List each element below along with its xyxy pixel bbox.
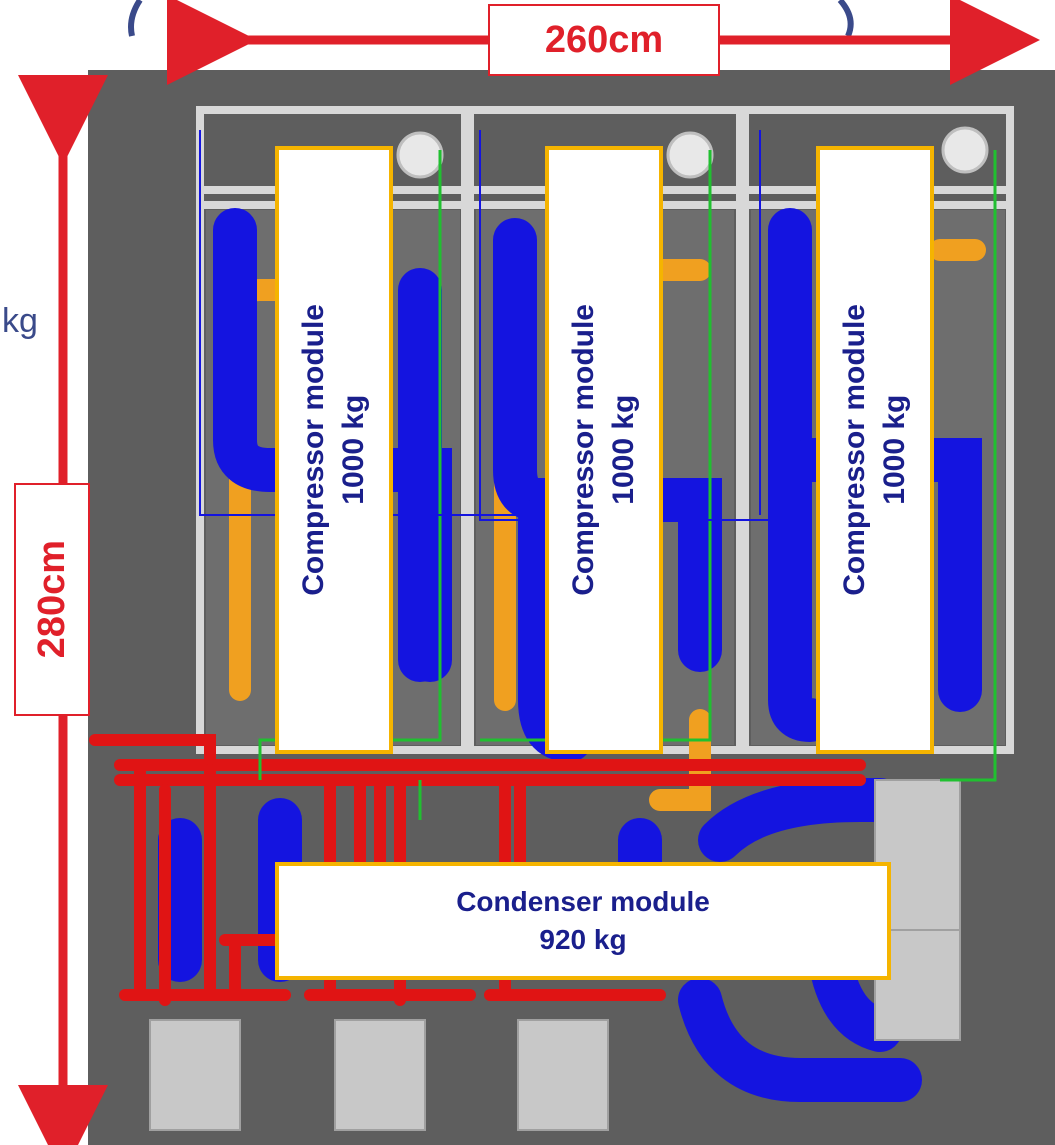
edge-text-fragment: kg bbox=[2, 302, 38, 340]
motor-heads bbox=[396, 126, 989, 179]
title-fragment-left bbox=[128, 0, 143, 37]
condenser-module-label: Condenser module 920 kg bbox=[275, 862, 891, 980]
compressor-module-label-2: Compressor module 1000 kg bbox=[545, 146, 663, 754]
condenser-module-name: Condenser module bbox=[456, 886, 710, 917]
width-dimension-label: 260cm bbox=[488, 4, 720, 76]
blue-wires bbox=[199, 130, 800, 521]
title-fragment-right bbox=[837, 0, 854, 38]
condenser-module-weight: 920 kg bbox=[539, 924, 627, 955]
width-dimension-text: 260cm bbox=[544, 18, 664, 61]
compressor-module-weight: 1000 kg bbox=[337, 394, 370, 506]
compressor-module-label-1: Compressor module 1000 kg bbox=[275, 146, 393, 754]
compressor-module-weight: 1000 kg bbox=[878, 394, 911, 506]
compressor-module-weight: 1000 kg bbox=[607, 394, 640, 506]
compressor-module-name: Compressor module bbox=[567, 304, 600, 596]
height-dimension-label: 280cm bbox=[14, 483, 90, 716]
compressor-module-name: Compressor module bbox=[838, 304, 871, 596]
red-pipes bbox=[89, 734, 866, 1006]
compressor-module-name: Compressor module bbox=[297, 304, 330, 596]
compressor-module-label-3: Compressor module 1000 kg bbox=[816, 146, 934, 754]
height-dimension-text: 280cm bbox=[30, 540, 73, 659]
